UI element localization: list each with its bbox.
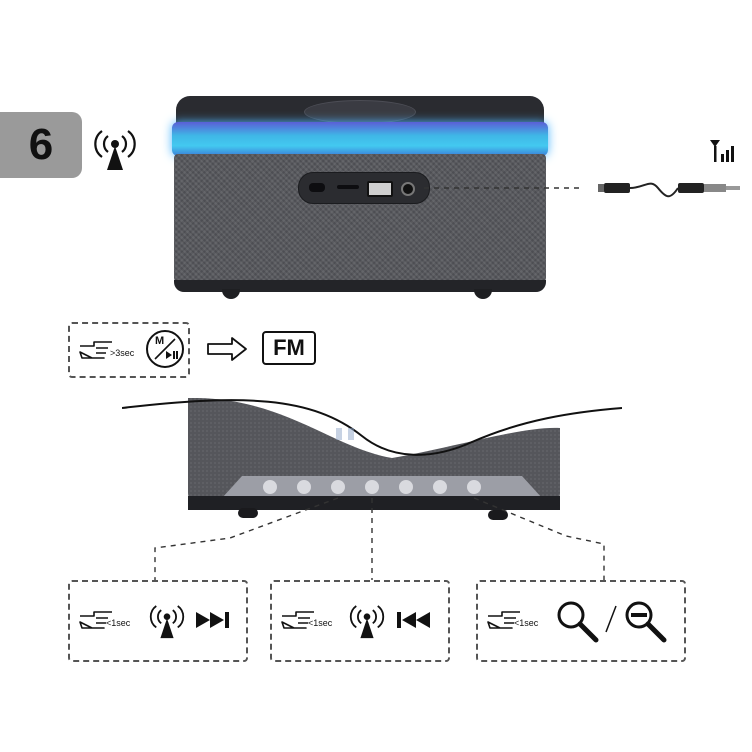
press-duration-label: <1sec xyxy=(106,618,131,628)
search-box: <1sec xyxy=(476,580,686,662)
antenna-icon xyxy=(149,605,185,639)
fm-label: FM xyxy=(273,335,305,360)
speaker-foot xyxy=(474,289,492,299)
press-hand-icon xyxy=(281,611,314,629)
aux-cable-icon xyxy=(424,182,740,198)
wireless-charging-pad xyxy=(304,100,416,124)
fm-instruction-box: >3sec M xyxy=(68,322,190,378)
light-ring xyxy=(172,122,548,156)
mode-play-pause-icon: M xyxy=(146,330,184,368)
step-badge: 6 xyxy=(0,112,82,178)
port-panel xyxy=(298,172,430,204)
press-hand-icon xyxy=(79,341,112,359)
skip-previous-icon xyxy=(397,612,430,628)
search-icon xyxy=(557,601,599,643)
usb-a-port xyxy=(367,181,393,197)
press-duration-label: >3sec xyxy=(110,348,135,358)
speaker-top-lid xyxy=(176,96,544,126)
slash-divider xyxy=(605,605,617,633)
antenna-icon xyxy=(349,605,385,639)
speaker-controls-view xyxy=(122,398,622,520)
step-number: 6 xyxy=(28,120,54,169)
skip-next-icon xyxy=(196,612,229,628)
leader-lines xyxy=(154,497,605,580)
sd-card-slot xyxy=(337,185,359,189)
signal-bars-icon xyxy=(710,140,734,162)
search-minus-icon xyxy=(625,601,667,643)
press-duration-label: <1sec xyxy=(514,618,539,628)
antenna-icon xyxy=(94,130,136,170)
press-duration-label: <1sec xyxy=(308,618,333,628)
press-hand-icon xyxy=(79,611,112,629)
aux-port xyxy=(401,182,415,196)
fm-label-box: FM xyxy=(262,331,316,365)
speaker-base xyxy=(174,280,546,292)
next-station-box: <1sec xyxy=(68,580,248,662)
usb-c-port xyxy=(309,183,325,192)
press-hand-icon xyxy=(487,611,520,629)
mode-letter: M xyxy=(155,335,165,347)
speaker-foot xyxy=(222,289,240,299)
previous-station-box: <1sec xyxy=(270,580,450,662)
arrow-right-icon xyxy=(207,337,247,361)
speaker-front-view xyxy=(172,96,548,302)
